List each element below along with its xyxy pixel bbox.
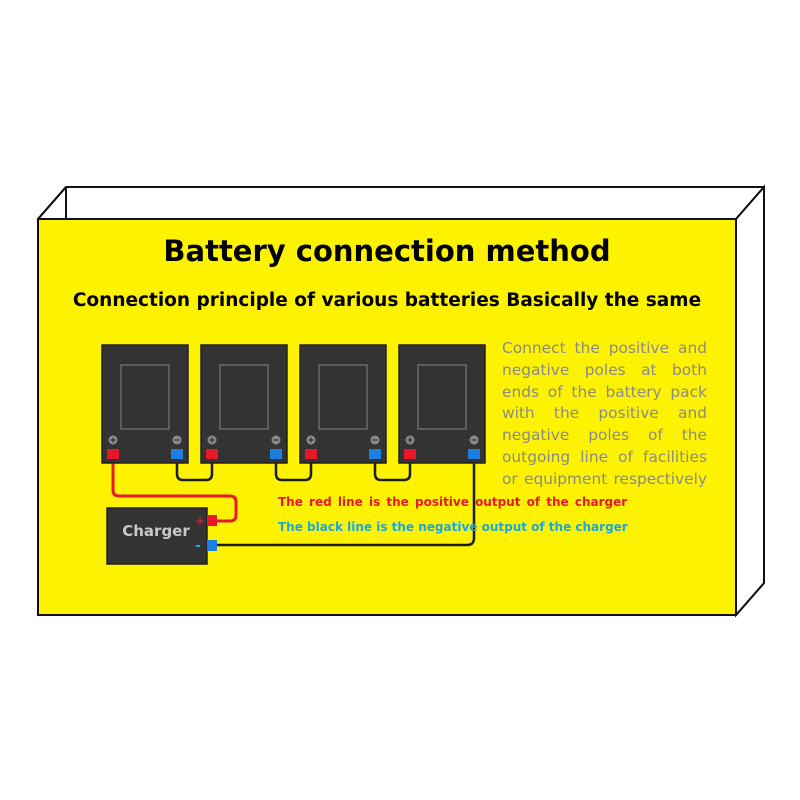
negative-terminal [171,449,183,459]
negative-link-1-2 [175,458,214,482]
negative-terminal [468,449,480,459]
description-line: with the positive and [502,404,707,423]
negative-terminal [270,449,282,459]
charger-negative-terminal [207,540,217,551]
negative-link-2-3 [274,458,313,482]
positive-output-wire [111,458,238,523]
wires [111,458,476,547]
description-line: Connect the positive and [502,339,707,357]
charger: + - [106,507,217,565]
charger-label: Charger [122,522,190,540]
black-line-note: The black line is the negative output of… [278,520,628,534]
page-title: Battery connection method [163,234,611,268]
description-line: outgoing line of facilities [502,447,707,466]
description-text: Connect the positive and negative poles … [502,338,707,491]
description-line: or equipment respectively [502,469,707,488]
page-subtitle: Connection principle of various batterie… [72,290,702,311]
battery-3 [299,344,387,464]
battery-2 [200,344,288,464]
description-line: ends of the battery pack [502,382,707,401]
positive-terminal [206,449,218,459]
charger-body [106,507,208,565]
description-line: negative poles at both [502,360,707,379]
positive-terminal [404,449,416,459]
box-edge-top [37,186,67,220]
charger-minus-sign: - [195,538,201,554]
negative-terminal [369,449,381,459]
positive-terminal [305,449,317,459]
box-side-face [735,184,765,618]
negative-link-3-4 [373,458,412,482]
charger-plus-sign: + [195,514,205,528]
battery-1 [101,344,189,464]
positive-terminal [107,449,119,459]
battery-4 [398,344,486,464]
description-line: negative poles of the [502,426,707,445]
negative-output-wire [212,458,476,547]
red-line-note: The red line is the positive output of t… [278,495,628,509]
charger-positive-terminal [207,515,217,526]
